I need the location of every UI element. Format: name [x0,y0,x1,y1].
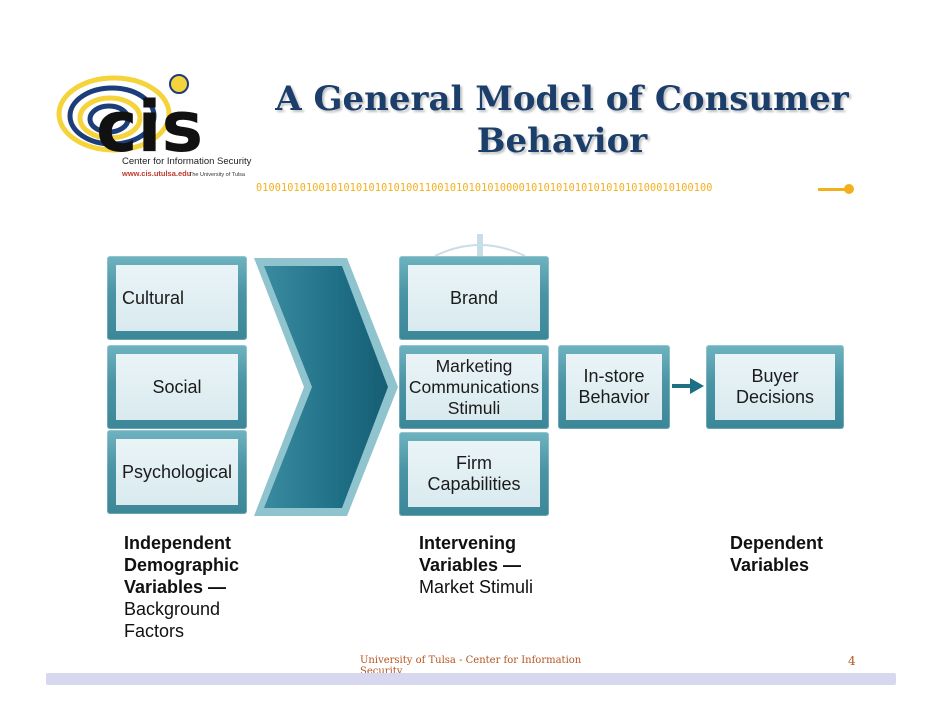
caption-dependent-bold: Dependent Variables [730,533,824,575]
caption-dependent: Dependent Variables [730,532,840,576]
box-cultural: Cultural [107,256,247,340]
box-firm-label: Firm Capabilities [408,441,540,507]
box-marketing-communications: Marketing Communications Stimuli [399,345,549,429]
cis-logo: cis Center for Information Security www.… [54,66,259,186]
caption-intervening-plain: Market Stimuli [419,577,534,597]
chevron-arrow-icon [252,256,400,518]
box-social-label: Social [116,354,238,420]
box-buyer-decisions: Buyer Decisions [706,345,844,429]
stand-decoration [430,232,530,258]
caption-intervening-bold: Intervening Variables — [419,533,522,575]
logo-name: Center for Information Security [122,156,252,167]
caption-independent: Independent Demographic Variables — Back… [124,532,264,642]
logo-url: www.cis.utulsa.edu [121,169,192,178]
title-line-2: Behavior [476,121,648,161]
page-number: 4 [848,654,856,668]
box-brand: Brand [399,256,549,340]
box-firm-capabilities: Firm Capabilities [399,432,549,516]
box-brand-label: Brand [408,265,540,331]
box-social: Social [107,345,247,429]
box-marketing-label: Marketing Communications Stimuli [406,354,542,420]
box-psychological: Psychological [107,430,247,514]
binary-dot [844,184,854,194]
binary-decoration: 0100101010010101010101010011001010101010… [256,183,713,194]
slide-title: A General Model of Consumer Behavior [262,78,862,162]
caption-independent-plain: Background Factors [124,599,221,641]
footer-bar [46,673,896,685]
caption-independent-bold: Independent Demographic Variables — [124,533,240,597]
box-instore-label: In-store Behavior [566,354,662,420]
box-cultural-label: Cultural [116,265,238,331]
binary-line [818,188,848,191]
right-arrow-icon [670,376,706,396]
title-line-1: A General Model of Consumer [275,79,849,119]
box-instore-behavior: In-store Behavior [558,345,670,429]
logo-university: The University of Tulsa [189,172,246,178]
box-buyer-label: Buyer Decisions [715,354,835,420]
footer-text: University of Tulsa - Center for Informa… [360,655,582,677]
box-psychological-label: Psychological [116,439,238,505]
caption-intervening: Intervening Variables — Market Stimuli [419,532,559,598]
logo-letters: cis [96,86,203,168]
